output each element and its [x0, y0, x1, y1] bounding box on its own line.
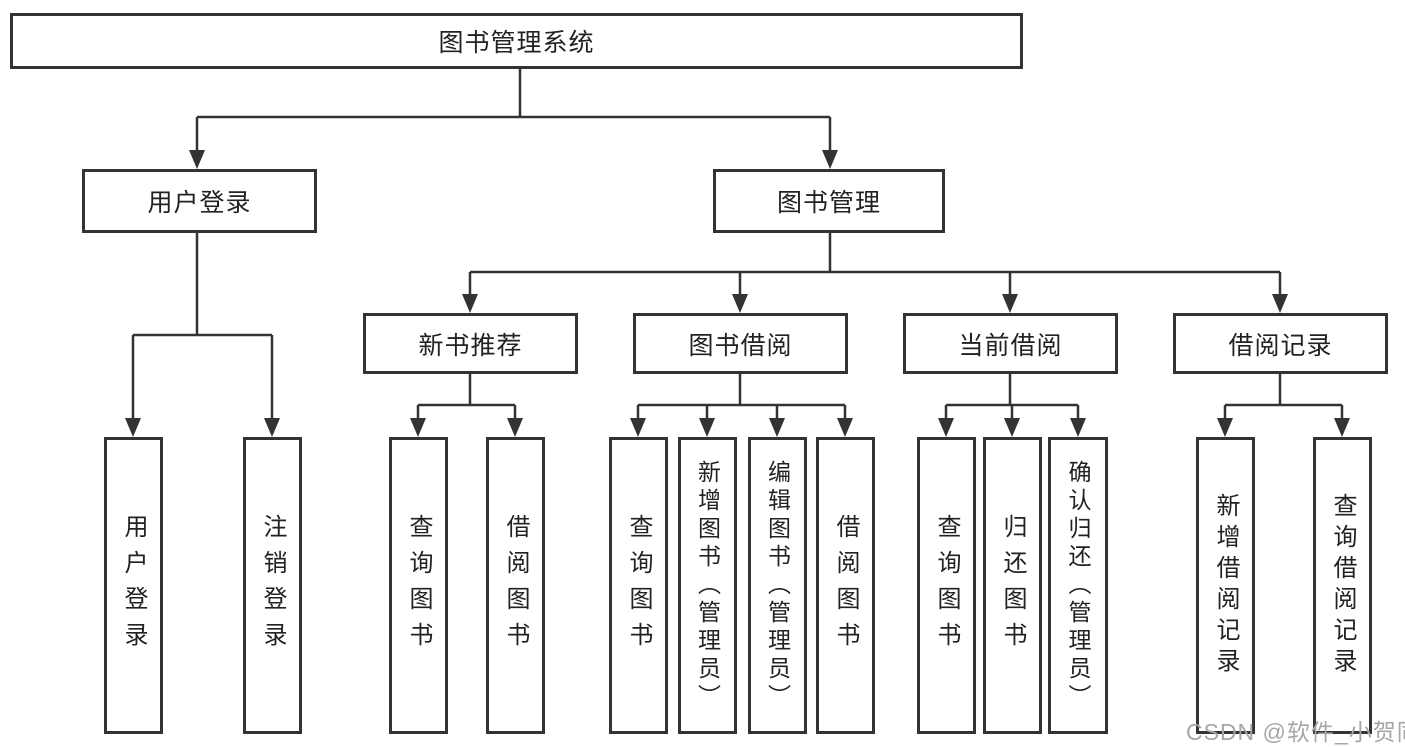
- node-borrowing-records: 借阅记录: [1173, 313, 1388, 374]
- leaf-label: 编辑图书（管理员）: [764, 459, 791, 712]
- leaf-edit-book-admin: 编辑图书（管理员）: [748, 437, 807, 734]
- leaf-query-books-borrowing: 查询图书: [609, 437, 668, 734]
- leaf-label: 查询图书: [625, 513, 652, 658]
- node-label: 图书管理系统: [438, 29, 595, 57]
- node-user-login: 用户登录: [82, 169, 317, 233]
- leaf-label: 查询借阅记录: [1329, 492, 1356, 679]
- leaf-label: 查询图书: [933, 513, 960, 658]
- leaf-label: 借阅图书: [832, 513, 859, 658]
- leaf-label: 新增借阅记录: [1212, 492, 1239, 679]
- leaf-borrow-books-recommend: 借阅图书: [486, 437, 545, 734]
- arrowhead-down-icons: [125, 150, 1350, 437]
- node-label: 借阅记录: [1228, 331, 1333, 360]
- node-book-borrowing: 图书借阅: [633, 313, 848, 374]
- leaf-user-login: 用户登录: [104, 437, 163, 734]
- watermark: CSDN @软件_小贺同学: [1186, 719, 1405, 745]
- leaf-confirm-return-admin: 确认归还（管理员）: [1048, 437, 1108, 734]
- node-label: 用户登录: [147, 189, 252, 217]
- leaf-query-books-current: 查询图书: [917, 437, 976, 734]
- leaf-add-book-admin: 新增图书（管理员）: [678, 437, 737, 734]
- leaf-label: 归还图书: [999, 513, 1026, 658]
- node-label: 新书推荐: [418, 331, 523, 360]
- leaf-label: 用户登录: [120, 513, 147, 658]
- node-new-book-recommendation: 新书推荐: [363, 313, 578, 374]
- node-current-borrowing: 当前借阅: [903, 313, 1118, 374]
- leaf-query-borrow-record: 查询借阅记录: [1313, 437, 1372, 734]
- leaf-query-books-recommend: 查询图书: [389, 437, 448, 734]
- node-label: 图书借阅: [688, 331, 793, 360]
- leaf-label: 注销登录: [259, 513, 286, 658]
- node-book-management: 图书管理: [713, 169, 945, 233]
- node-label: 当前借阅: [958, 331, 1063, 360]
- node-library-management-system: 图书管理系统: [10, 13, 1023, 69]
- leaf-logout: 注销登录: [243, 437, 302, 734]
- leaf-borrow-books-borrowing: 借阅图书: [816, 437, 875, 734]
- leaf-label: 借阅图书: [502, 513, 529, 658]
- leaf-label: 查询图书: [405, 513, 432, 658]
- leaf-label: 确认归还（管理员）: [1065, 459, 1091, 712]
- leaf-add-borrow-record: 新增借阅记录: [1196, 437, 1255, 734]
- leaf-label: 新增图书（管理员）: [694, 459, 721, 712]
- leaf-return-book: 归还图书: [983, 437, 1042, 734]
- node-label: 图书管理: [776, 189, 881, 217]
